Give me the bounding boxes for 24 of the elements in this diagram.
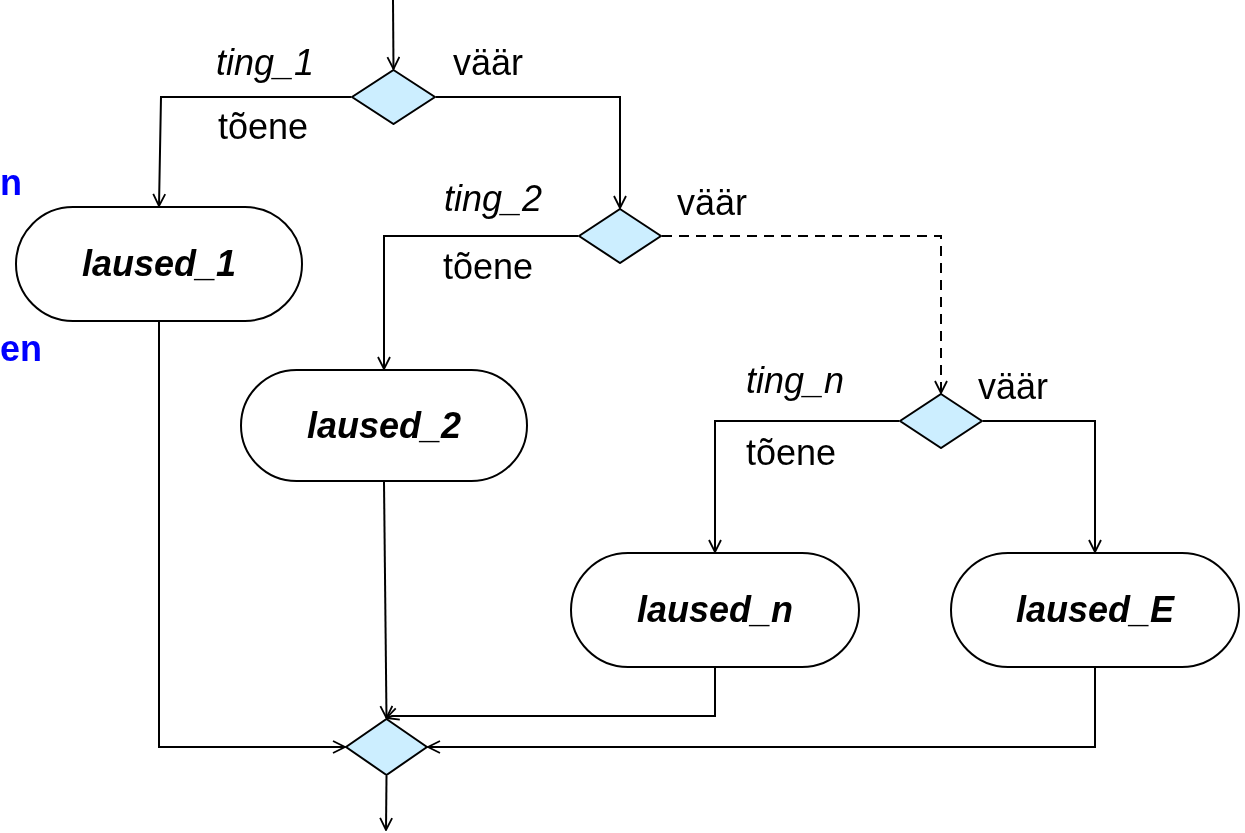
connector-arrow: [379, 775, 393, 831]
statement-text: laused_n: [636, 588, 794, 632]
connector-arrow: [386, 0, 401, 70]
connector-arrow: [377, 235, 579, 370]
statement-text: laused_E: [1015, 588, 1175, 632]
decision-diamond: [345, 718, 428, 776]
connector-arrow: [982, 420, 1102, 553]
condition-label: ting_1: [216, 41, 315, 85]
partial-keyword: en: [0, 327, 42, 371]
connector-arrow: [152, 96, 352, 207]
partial-keyword: n: [0, 161, 22, 205]
decision-diamond: [351, 69, 436, 125]
statement-text: laused_1: [81, 242, 237, 286]
connector-arrow: [708, 420, 900, 553]
connector-arrow: [379, 481, 394, 719]
condition-label: ting_2: [444, 177, 543, 221]
decision-diamond: [578, 208, 662, 264]
connector-arrow: [158, 321, 346, 754]
connector-arrow: [661, 235, 948, 394]
connector-arrow: [427, 667, 1096, 754]
connector-arrow: [385, 667, 716, 721]
connector-arrow: [435, 96, 627, 209]
statement-text: laused_2: [306, 403, 462, 448]
condition-label: ting_n: [746, 359, 845, 403]
